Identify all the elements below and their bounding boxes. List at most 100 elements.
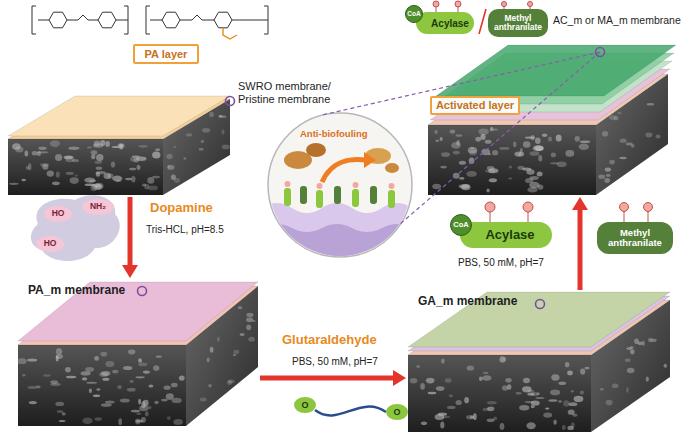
process-arrow: [260, 370, 406, 386]
pore-texture: [128, 350, 135, 355]
pore-texture: [179, 375, 185, 380]
pore-texture: [101, 403, 112, 407]
pore-texture: [526, 169, 534, 174]
ligand-dot: [528, 2, 533, 7]
pore-texture: [96, 167, 103, 170]
pore-texture: [119, 145, 123, 149]
pore-texture: [606, 400, 613, 406]
pore-texture: [56, 354, 63, 359]
pore-texture: [155, 149, 160, 151]
pore-texture: [531, 405, 535, 408]
pore-texture: [161, 399, 168, 402]
pore-texture: [542, 134, 548, 138]
pore-texture: [530, 176, 539, 180]
process-arrow: [122, 197, 138, 278]
pore-texture: [531, 135, 535, 140]
pore-texture: [630, 349, 635, 354]
pore-texture: [210, 347, 214, 353]
enzyme-pill: AcylaseCoA: [416, 12, 474, 34]
pore-texture: [152, 151, 160, 158]
pore-texture: [483, 372, 489, 374]
pore-texture: [527, 393, 534, 396]
pore-texture: [141, 417, 146, 423]
pore-texture: [91, 154, 95, 159]
pore-texture: [112, 176, 122, 182]
pore-texture: [543, 413, 552, 418]
pore-texture: [450, 130, 456, 134]
pore-texture: [81, 371, 91, 375]
pore-texture: [513, 142, 516, 148]
pore-texture: [619, 157, 626, 159]
pore-texture: [22, 374, 25, 377]
pore-texture: [82, 418, 92, 424]
pore-texture: [487, 401, 497, 404]
pore-texture: [233, 350, 239, 354]
pore-texture: [120, 398, 130, 402]
pore-texture: [238, 306, 242, 309]
pore-texture: [416, 365, 420, 368]
coating-layer: [408, 292, 670, 347]
bond: [180, 15, 214, 20]
membrane-label: SWRO membrane/ Pristine membrane: [238, 80, 342, 106]
layer-label-box: PA layer: [133, 44, 199, 64]
arrow-shaft: [578, 210, 583, 290]
benzene-ring: [98, 12, 116, 28]
pore-texture: [89, 180, 96, 183]
pore-texture: [551, 153, 556, 158]
pore-texture: [464, 397, 469, 403]
pore-texture: [565, 150, 574, 157]
pore-texture: [136, 157, 146, 161]
pore-texture: [25, 151, 29, 157]
pore-texture: [551, 374, 559, 381]
pore-texture: [479, 376, 483, 381]
pore-texture: [565, 362, 570, 367]
pore-texture: [466, 415, 474, 419]
pore-texture: [609, 160, 615, 165]
pore-texture: [522, 386, 532, 392]
pore-texture: [530, 151, 540, 156]
pore-texture: [499, 147, 509, 150]
pore-texture: [118, 418, 122, 425]
pore-texture: [136, 413, 141, 416]
pore-texture: [38, 147, 46, 151]
ligand-dot: [502, 2, 507, 7]
pore-texture: [131, 410, 140, 413]
pore-texture: [207, 358, 210, 363]
pore-texture: [535, 138, 541, 145]
pore-texture: [602, 131, 608, 137]
pore-texture: [75, 174, 78, 176]
pore-texture: [89, 389, 92, 393]
node-text: Activated layer: [436, 99, 514, 111]
pore-texture: [57, 410, 63, 413]
pore-texture: [66, 376, 76, 379]
pore-texture: [625, 358, 631, 362]
arrow-shaft: [128, 197, 133, 265]
pore-texture: [246, 324, 251, 330]
pore-texture: [94, 141, 100, 147]
pore-texture: [485, 140, 492, 144]
coa-circle: CoA: [405, 5, 423, 23]
condition-note: PBS, 50 mM, pH=7: [292, 356, 378, 368]
pore-texture: [65, 156, 74, 162]
bond: [38, 15, 98, 20]
ligand-dot: [433, 1, 439, 7]
location-marker: [226, 97, 235, 106]
pore-texture: [100, 352, 107, 357]
membrane-slab: PA_m membrane: [18, 280, 258, 426]
pore-texture: [217, 337, 220, 342]
pore-texture: [105, 141, 110, 147]
aldehyde-group: [386, 404, 408, 420]
pore-texture: [143, 370, 150, 373]
pore-texture: [36, 386, 41, 389]
benzene-ring: [162, 12, 180, 28]
enzyme-rod: [316, 190, 323, 208]
pore-texture: [55, 402, 64, 406]
pore-texture: [219, 115, 223, 117]
membrane-illustration: [408, 292, 670, 432]
coating-layer: [436, 45, 676, 96]
pore-texture: [568, 402, 577, 406]
pore-texture: [29, 401, 37, 404]
pore-texture: [502, 385, 508, 391]
pore-texture: [584, 367, 589, 370]
